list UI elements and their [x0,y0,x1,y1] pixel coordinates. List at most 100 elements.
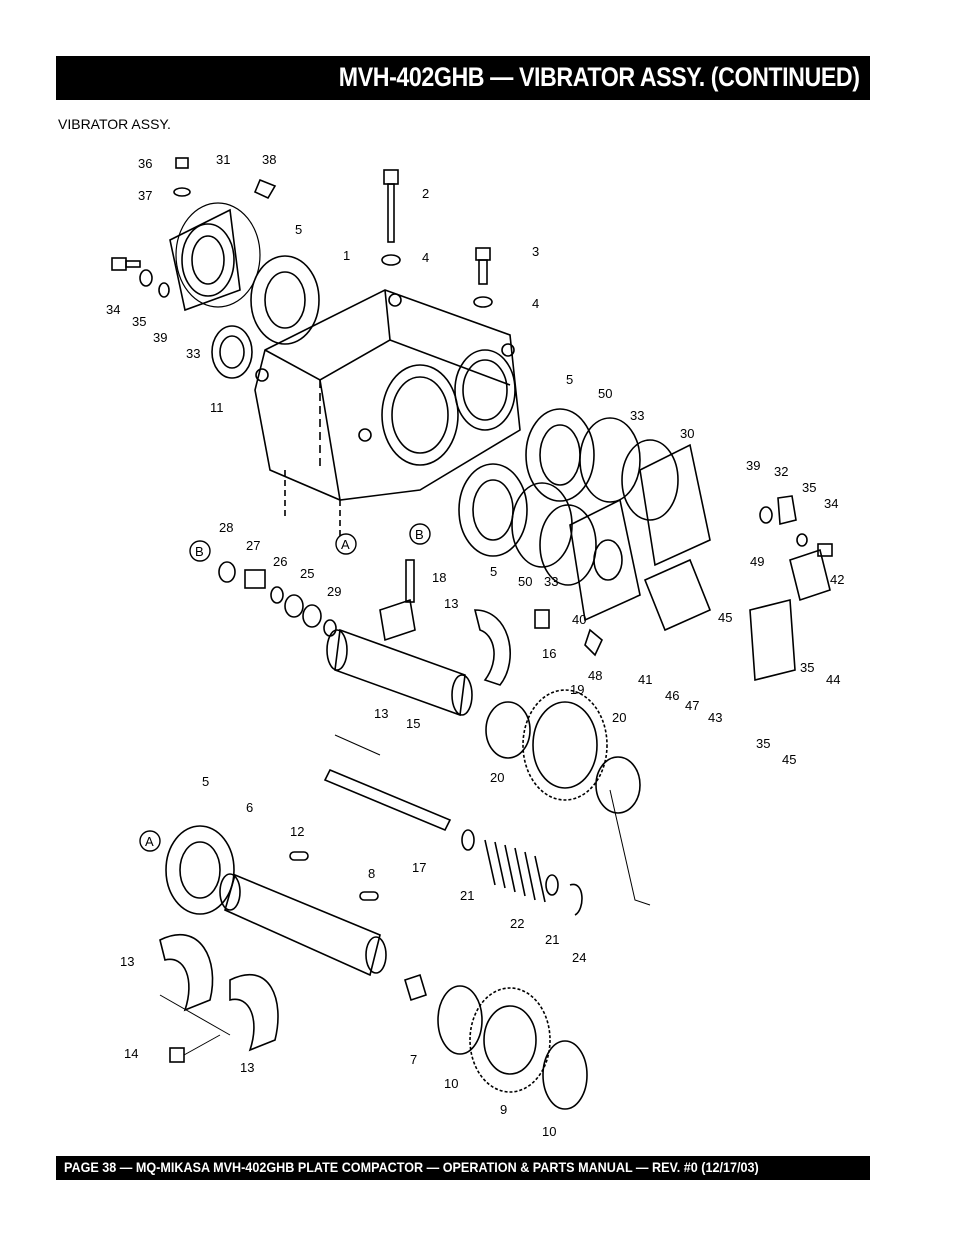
washer-39 [158,282,170,298]
weight-13d [229,973,279,1052]
section-label: VIBRATOR ASSY. [58,116,171,132]
callout: 29 [327,584,341,599]
washer-37 [173,187,191,197]
shaft-17 [323,768,452,832]
weight-13a [379,598,416,642]
callout: 45 [782,752,796,767]
callout-labels: 36 31 38 37 2 5 1 4 3 4 34 35 39 33 11 5… [106,152,844,1139]
callout: 35 [132,314,146,329]
exploded-parts-diagram: 36 31 38 37 2 5 1 4 3 4 34 35 39 33 11 5… [106,152,844,1139]
bolt-36 [175,157,189,169]
page-title-bar: MVH-402GHB — VIBRATOR ASSY. (CONTINUED) [56,56,870,100]
bearing-20a [485,701,531,759]
reference-markers: A B B A [139,523,431,852]
callout: 44 [826,672,840,687]
callout: 35 [802,480,816,495]
callout: 39 [746,458,760,473]
callout: 50 [518,574,532,589]
callout: 22 [510,916,524,931]
circlip-24 [569,883,583,916]
nut-7 [404,973,427,1002]
callout: 48 [588,668,602,683]
ref-letter: A [341,537,350,552]
snap-ring-10a [437,985,483,1055]
vibrator-housing [254,289,521,540]
spring-22 [484,839,546,903]
callout: 42 [830,572,844,587]
callout: 27 [246,538,260,553]
cover-30 [639,443,711,567]
callout: 7 [410,1052,417,1067]
clamp-32 [777,495,797,526]
o-ring-33b [539,504,597,586]
collar-27 [244,569,266,589]
page-title: MVH-402GHB — VIBRATOR ASSY. (CONTINUED) [339,62,860,92]
oil-seal-11 [211,325,253,379]
callout: 5 [490,564,497,579]
callout: 4 [532,296,539,311]
callout: 10 [444,1076,458,1091]
callout: 39 [153,330,167,345]
fitting-48 [584,628,603,657]
callout: 9 [500,1102,507,1117]
callout: 24 [572,950,586,965]
callout: 30 [680,426,694,441]
shaft-6 [219,873,387,977]
ref-letter: B [195,544,204,559]
gear-19 [522,689,608,801]
snap-ring-39 [175,202,261,308]
washer-39b [759,506,773,524]
pin-18 [405,559,415,603]
washer-35b [796,533,808,547]
bolt-34b [817,543,833,557]
bearing-25a [284,594,304,618]
callout: 3 [532,244,539,259]
callout: 33 [186,346,200,361]
callout: 32 [774,464,788,479]
ring-26 [270,586,284,604]
callout: 19 [570,682,584,697]
callout: 1 [343,248,350,263]
callout: 21 [460,888,474,903]
bearing-5d [165,825,235,915]
callout: 16 [542,646,556,661]
key-12 [289,851,309,861]
o-ring-33a [621,439,679,521]
callout: 13 [444,596,458,611]
cover-40 [569,498,641,622]
callout: 4 [422,250,429,265]
callout: 38 [262,152,276,167]
callout: 45 [718,610,732,625]
bearing-5b [525,408,595,502]
callout: 37 [138,188,152,203]
callout: 20 [612,710,626,725]
callout: 15 [406,716,420,731]
shim-50a [579,417,641,503]
callout: 13 [240,1060,254,1075]
callout: 17 [412,860,426,875]
key-8 [359,891,379,901]
callout: 18 [432,570,446,585]
callout: 33 [544,574,558,589]
gear-9 [469,987,551,1093]
page-footer: PAGE 38 — MQ-MIKASA MVH-402GHB PLATE COM… [56,1156,870,1180]
callout: 13 [120,954,134,969]
washer-21a [461,829,475,851]
ref-letter: A [145,834,154,849]
callout: 36 [138,156,152,171]
weight-13c [159,933,214,1012]
callout: 34 [106,302,120,317]
ring-29 [323,619,337,637]
callout: 20 [490,770,504,785]
callout: 5 [295,222,302,237]
bearing-5c [458,463,528,557]
shaft-15 [326,628,473,717]
bearing-25b [302,604,322,628]
callout: 40 [572,612,586,627]
bearing-20b [595,756,641,814]
bolt-2 [383,169,399,243]
callout: 35 [756,736,770,751]
bracket-42 [789,548,831,602]
washer-4b [473,296,493,308]
callout: 50 [598,386,612,401]
